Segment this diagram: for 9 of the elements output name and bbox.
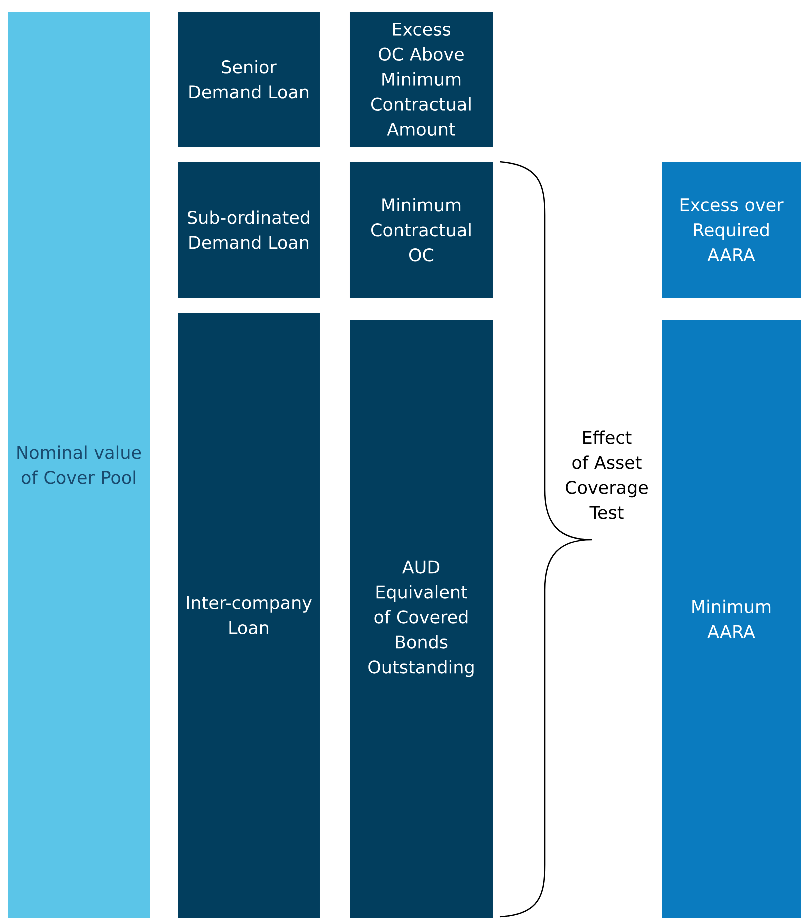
block: Minimum Contractual OC: [350, 162, 493, 298]
column-bar: Inter-company Loan: [178, 313, 320, 918]
column-bar: Nominal value of Cover Pool: [8, 12, 150, 918]
block: Excess OC Above Minimum Contractual Amount: [350, 12, 493, 147]
column-bar: AUD Equivalent of Covered Bonds Outstanding: [350, 320, 493, 918]
block: Excess over Required AARA: [662, 162, 801, 298]
block: Senior Demand Loan: [178, 12, 320, 147]
column-bar: Minimum AARA: [662, 320, 801, 918]
block: Sub-ordinated Demand Loan: [178, 162, 320, 298]
